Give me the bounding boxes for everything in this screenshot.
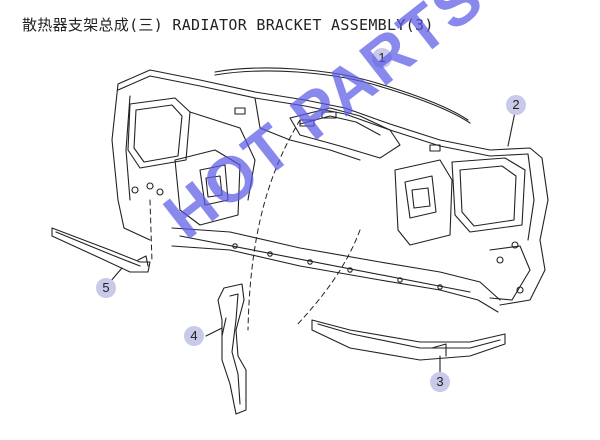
- callout-1: 1: [372, 48, 392, 68]
- part-4-vertical-bracket: [217, 283, 247, 415]
- part-5-left-strip: [51, 227, 151, 273]
- part-4-leader: [205, 327, 223, 337]
- part-3-right-strip: [311, 319, 506, 361]
- callout-2: 2: [506, 95, 526, 115]
- diagram-title: 散热器支架总成(三) RADIATOR BRACKET ASSEMBLY(3): [22, 16, 434, 34]
- leader-dashed-right: [295, 229, 361, 327]
- leader-dashed-left: [149, 199, 153, 263]
- callout-4: 4: [184, 326, 204, 346]
- callout-5: 5: [96, 278, 116, 298]
- leader-dashed-center: [247, 119, 301, 331]
- part-1-upper-wire: [214, 67, 471, 124]
- callout-3: 3: [430, 372, 450, 392]
- radiator-support-frame: [111, 69, 549, 313]
- part-2-leader: [507, 111, 516, 147]
